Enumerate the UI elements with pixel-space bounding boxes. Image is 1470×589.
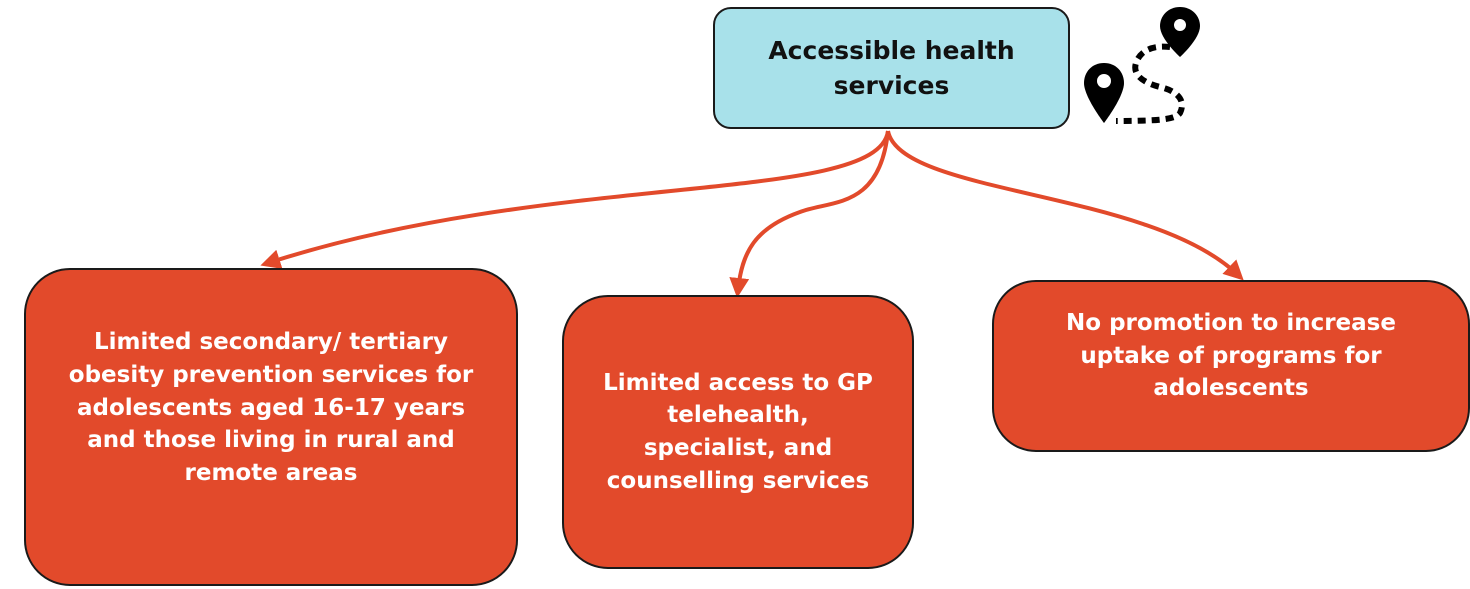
child-node-2-label: Limited access to GP telehealth, special… [603, 369, 873, 494]
connector-arrow-2 [729, 130, 890, 298]
child-node-3-label: No promotion to increase uptake of progr… [1066, 310, 1396, 402]
connector-arrow-1 [260, 130, 890, 269]
child-node-3: No promotion to increase uptake of progr… [992, 280, 1470, 452]
child-node-1-label: Limited secondary/ tertiary obesity prev… [68, 329, 474, 486]
route-map-pins-icon [1084, 7, 1200, 124]
root-node: Accessible health services [713, 7, 1070, 129]
child-node-1: Limited secondary/ tertiary obesity prev… [24, 268, 518, 586]
connector-arrow-3 [886, 130, 1244, 281]
root-node-label: Accessible health services [768, 35, 1015, 101]
child-node-2: Limited access to GP telehealth, special… [562, 295, 914, 569]
